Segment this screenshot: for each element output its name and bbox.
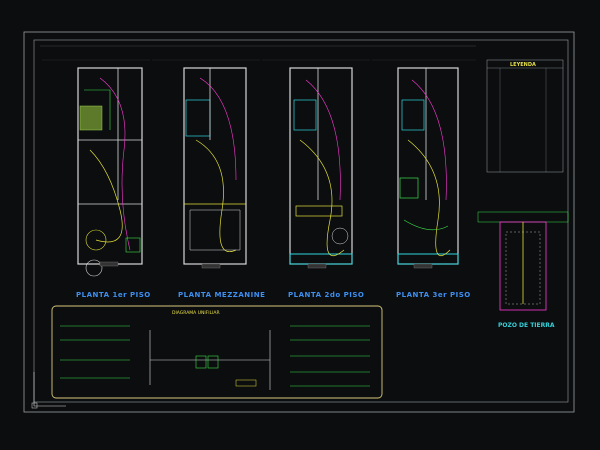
diagram-title: DIAGRAMA UNIFILIAR <box>172 311 220 316</box>
legend-panel <box>486 59 564 173</box>
single-line-diagram-panel <box>51 305 383 399</box>
plan-2-title: PLANTA MEZZANINE <box>178 291 266 299</box>
legend-title: LEYENDA <box>510 62 536 68</box>
ground-well-title: POZO DE TIERRA <box>498 322 555 329</box>
floor-plan-2 <box>152 59 260 269</box>
plan-2-walls <box>183 67 247 265</box>
plan-1-title: PLANTA 1er PISO <box>76 291 151 299</box>
floor-plan-1 <box>42 59 150 277</box>
floor-plan-4 <box>372 59 476 269</box>
plan-4-title: PLANTA 3er PISO <box>396 291 471 299</box>
plan-3-walls <box>289 67 353 265</box>
ucs-axis-icon <box>31 372 66 409</box>
ground-well-detail <box>477 211 569 311</box>
plan-1-patio <box>79 105 103 131</box>
outer-frame <box>23 31 575 413</box>
plan-3-title: PLANTA 2do PISO <box>288 291 365 299</box>
inner-frame <box>33 39 569 403</box>
floor-plan-3 <box>262 59 370 269</box>
plan-4-walls <box>397 67 459 265</box>
